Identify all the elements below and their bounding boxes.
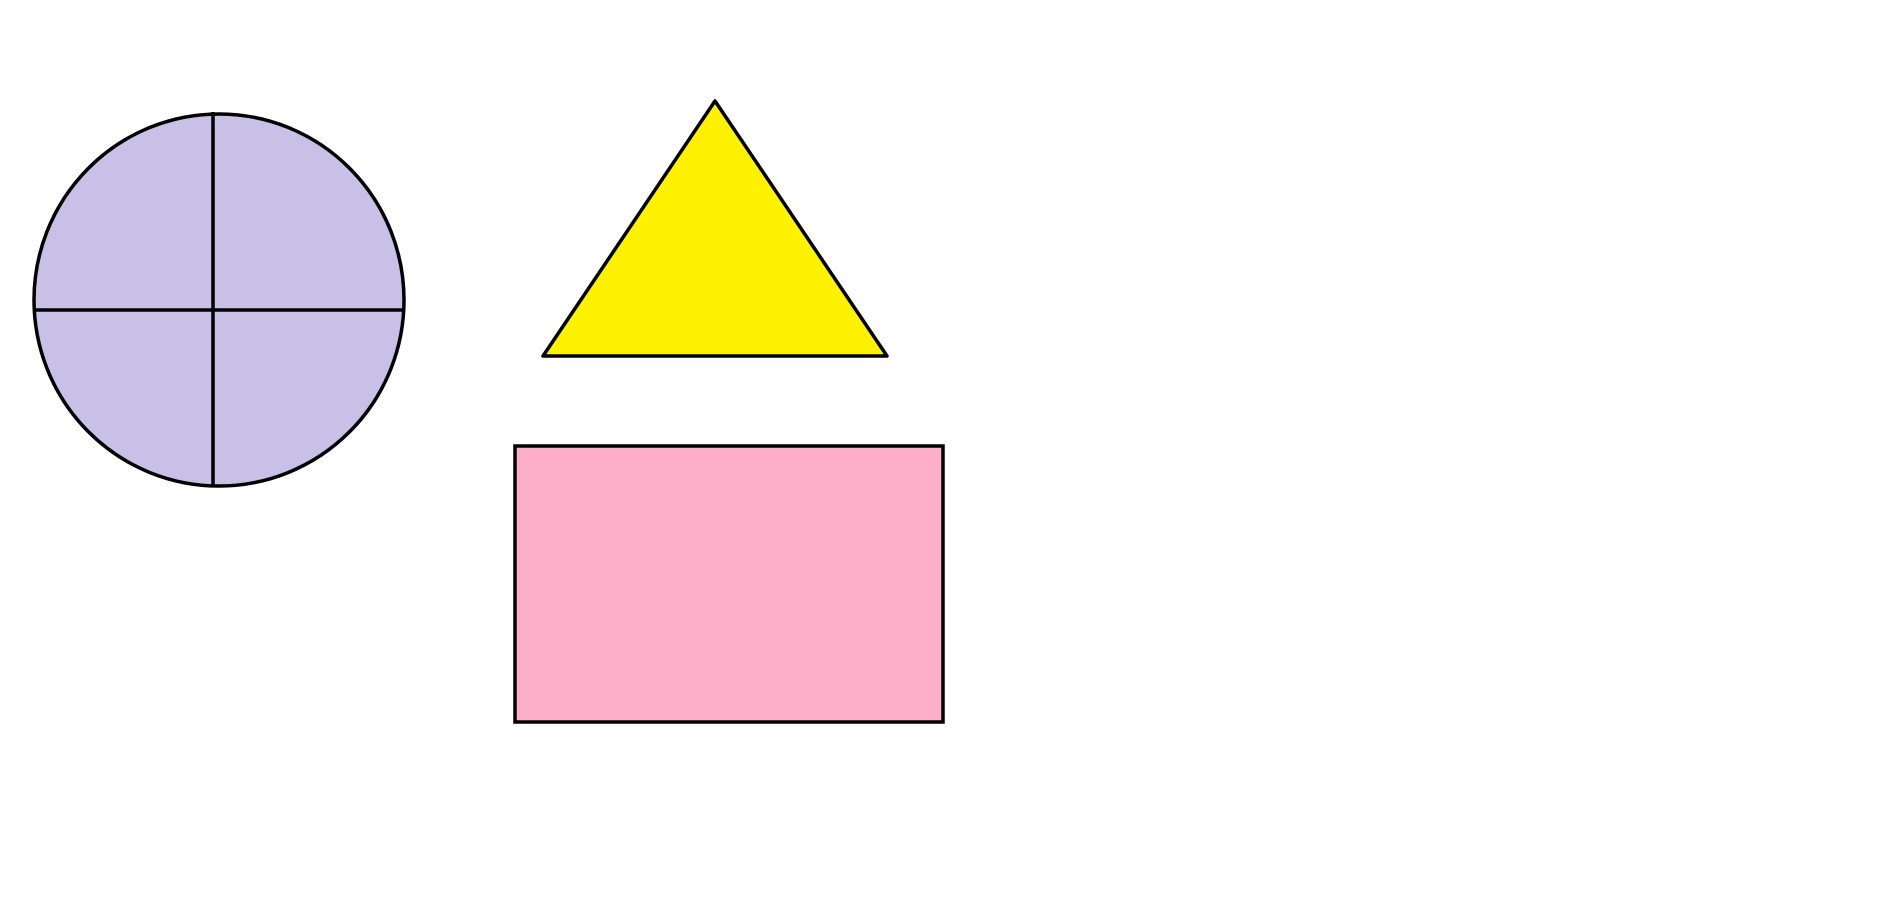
triangle-shape	[541, 99, 889, 358]
circle-shape	[32, 112, 406, 488]
rectangle-shape	[513, 444, 945, 724]
quartered-circle-group	[32, 112, 406, 488]
